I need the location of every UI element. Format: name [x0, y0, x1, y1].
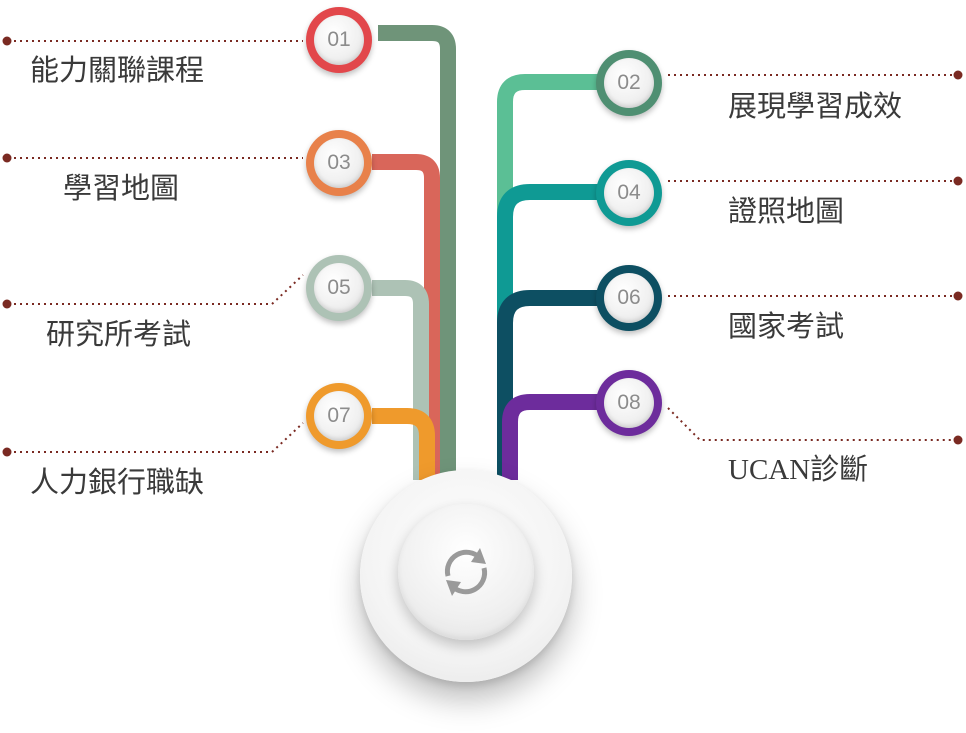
- tube-07: [372, 408, 435, 480]
- label-06[interactable]: 國家考試: [728, 309, 845, 343]
- tube-08: [502, 394, 605, 480]
- node-01[interactable]: 01: [306, 7, 372, 73]
- label-08[interactable]: UCAN診斷: [728, 454, 869, 486]
- node-number: 02: [617, 71, 641, 94]
- leader-dots: [2, 36, 963, 457]
- node-07[interactable]: 07: [306, 383, 372, 449]
- center-hub[interactable]: [398, 504, 534, 640]
- node-05[interactable]: 05: [306, 255, 372, 321]
- leaders-right: [667, 74, 957, 441]
- tube-06: [497, 290, 605, 480]
- node-02[interactable]: 02: [596, 50, 662, 116]
- node-number: 01: [327, 28, 351, 51]
- tube-02: [497, 74, 605, 480]
- tube-01: [378, 25, 456, 480]
- node-04[interactable]: 04: [596, 160, 662, 226]
- node-03[interactable]: 03: [306, 130, 372, 196]
- node-number: 05: [327, 276, 351, 299]
- label-02[interactable]: 展現學習成效: [728, 89, 903, 123]
- tube-04: [497, 184, 605, 480]
- node-06[interactable]: 06: [596, 265, 662, 331]
- label-04[interactable]: 證照地圖: [728, 194, 845, 228]
- label-05[interactable]: 研究所考試: [46, 317, 192, 351]
- node-number: 03: [327, 151, 351, 174]
- node-number: 06: [617, 286, 641, 309]
- tube-05: [372, 280, 429, 480]
- refresh-cycle-icon: [444, 548, 488, 596]
- leaders-left: [8, 40, 304, 453]
- node-08[interactable]: 08: [596, 370, 662, 436]
- node-number: 04: [617, 181, 641, 204]
- label-03[interactable]: 學習地圖: [63, 171, 180, 205]
- label-01[interactable]: 能力關聯課程: [30, 53, 205, 87]
- node-number: 08: [617, 391, 641, 414]
- label-07[interactable]: 人力銀行職缺: [30, 465, 205, 499]
- tube-03: [372, 154, 440, 480]
- node-number: 07: [327, 404, 351, 427]
